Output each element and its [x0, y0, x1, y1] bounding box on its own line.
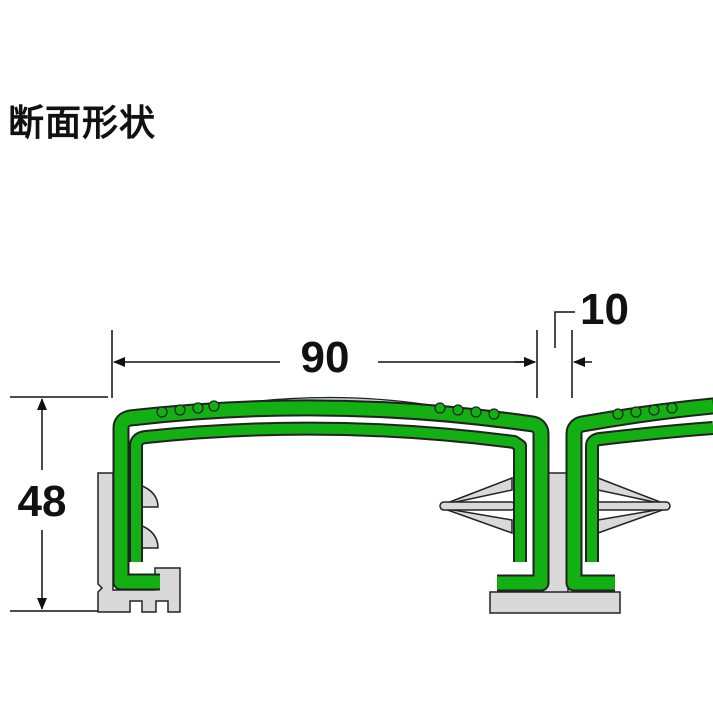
- center-metal-post: [439, 472, 671, 614]
- dimension-48-label: 48: [18, 477, 67, 526]
- right-green-profile: [565, 397, 713, 592]
- dimension-10: [515, 311, 592, 398]
- dimension-10-label: 10: [580, 285, 629, 334]
- dimension-90-label: 90: [301, 333, 350, 382]
- section-title: 断面形状: [8, 103, 157, 144]
- left-green-profile: [112, 399, 550, 592]
- dimension-48: [10, 396, 108, 612]
- dimension-90: [111, 330, 538, 398]
